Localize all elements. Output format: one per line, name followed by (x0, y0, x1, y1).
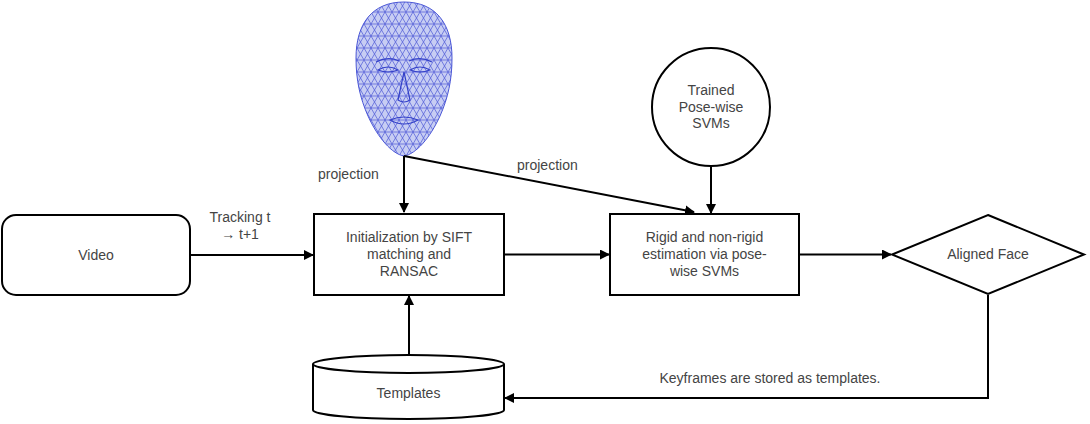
flow-arrow (408, 296, 410, 355)
flow-arrow (505, 254, 609, 256)
annotation-label: projection (515, 157, 580, 174)
process-box: Rigid and non-rigid estimation via pose-… (609, 213, 800, 296)
node-text: Video (78, 247, 114, 264)
flow-arrow (710, 167, 712, 213)
data-circle: Trained Pose-wise SVMs (651, 47, 771, 167)
edge-label: Tracking t → t+1 (207, 209, 273, 243)
database-cylinder: Templates (312, 355, 505, 420)
node-text: Initialization by SIFT matching and RANS… (343, 229, 475, 279)
node-text: Trained Pose-wise SVMs (675, 82, 747, 132)
flow-arrow (505, 295, 988, 398)
terminal-box: Video (1, 214, 191, 296)
process-box: Initialization by SIFT matching and RANS… (313, 213, 505, 296)
node-text: Aligned Face (947, 246, 1029, 263)
node-text: Rigid and non-rigid estimation via pose-… (634, 229, 776, 279)
flow-arrow (800, 254, 891, 256)
decision-diamond: Aligned Face (891, 214, 1085, 295)
node-text: Templates (377, 385, 441, 402)
annotation-label: projection (316, 166, 381, 183)
flow-arrow (191, 254, 313, 256)
edge-label: Keyframes are stored as templates. (658, 370, 883, 387)
